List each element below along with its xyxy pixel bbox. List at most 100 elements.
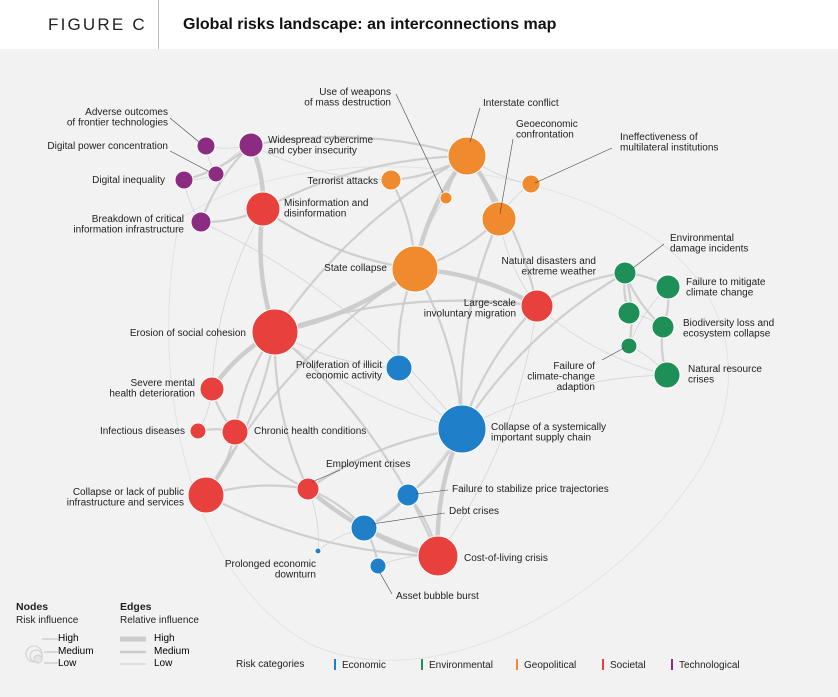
node-digpower bbox=[207, 165, 225, 183]
legend-node-low: Low bbox=[58, 658, 77, 669]
leader-interstate bbox=[469, 107, 481, 143]
legend-category-label: Geopolitical bbox=[524, 660, 577, 671]
swatch-economic bbox=[334, 659, 336, 670]
node-downturn bbox=[314, 547, 322, 555]
node-misinfo bbox=[245, 191, 281, 227]
legend-nodes-title: Nodes bbox=[16, 601, 49, 613]
legend-edges-title: Edges bbox=[120, 601, 152, 613]
node-price bbox=[396, 483, 420, 507]
label-erosion: Erosion of social cohesion bbox=[130, 328, 246, 339]
leader-weapons bbox=[395, 93, 444, 194]
node-debt bbox=[350, 514, 378, 542]
legend-category-label: Economic bbox=[342, 660, 386, 671]
legend-edge-medium: Medium bbox=[154, 646, 190, 657]
node-adapt bbox=[620, 337, 638, 355]
edge-erosion-interstate bbox=[273, 154, 469, 334]
network-outline bbox=[168, 166, 729, 661]
swatch-technological bbox=[671, 659, 673, 670]
node-bubble bbox=[369, 557, 387, 575]
header-divider bbox=[158, 0, 159, 49]
legend-edges-subtitle: Relative influence bbox=[120, 615, 199, 626]
legend-node-sizes bbox=[25, 638, 58, 664]
legend-category-label: Technological bbox=[679, 660, 740, 671]
label-interstate: Interstate conflict bbox=[483, 98, 559, 109]
legend-category-economic: Economic bbox=[334, 659, 386, 671]
edge-erosion-employment bbox=[273, 330, 310, 491]
edge-erosion-supply bbox=[274, 331, 463, 430]
leader-digpower bbox=[169, 150, 211, 173]
edge-geoeco-supply bbox=[460, 217, 501, 431]
label-employment: Employment crises bbox=[326, 459, 410, 470]
label-debt: Debt crises bbox=[449, 506, 499, 517]
leader-debt bbox=[371, 512, 446, 525]
node-employment bbox=[296, 477, 320, 501]
node-supply bbox=[437, 404, 487, 454]
legend-category-label: Societal bbox=[610, 660, 646, 671]
edge-cyber-interstate bbox=[249, 135, 469, 158]
node-statecollapse bbox=[391, 245, 439, 293]
label-price: Failure to stabilize price trajectories bbox=[452, 484, 609, 495]
leader-lines-layer bbox=[169, 93, 665, 595]
leader-adverse bbox=[169, 117, 200, 143]
label-terror: Terrorist attacks bbox=[307, 176, 378, 187]
legend-category-societal: Societal bbox=[602, 659, 646, 671]
legend-edge-high: High bbox=[154, 633, 175, 644]
edge-migration-costliving bbox=[437, 305, 538, 557]
swatch-geopolitical bbox=[516, 659, 518, 670]
swatch-environmental bbox=[421, 659, 423, 670]
leader-adapt bbox=[601, 347, 625, 361]
legend-node-medium: Medium bbox=[58, 646, 94, 657]
legend-edge-weights bbox=[120, 636, 146, 665]
label-bubble: Asset bubble burst bbox=[396, 591, 479, 602]
figure-title: Global risks landscape: an interconnecti… bbox=[183, 16, 557, 33]
node-adverse bbox=[196, 136, 216, 156]
node-geoeco bbox=[481, 201, 517, 237]
node-infra bbox=[190, 211, 212, 233]
node-terror bbox=[380, 169, 402, 191]
node-diginequal bbox=[174, 170, 194, 190]
label-chronic: Chronic health conditions bbox=[254, 426, 366, 437]
node-migration bbox=[520, 289, 554, 323]
edge-natdis-supply bbox=[460, 271, 627, 431]
legend-nodes: Nodes Risk influence bbox=[16, 601, 116, 626]
node-costliving bbox=[417, 535, 459, 577]
edge-erosion-costliving bbox=[273, 330, 440, 558]
node-natdis bbox=[613, 261, 637, 285]
edge-misinfo-mental bbox=[211, 208, 264, 390]
node-erosion bbox=[251, 308, 299, 356]
edge-natres-migration bbox=[536, 305, 668, 376]
legend-category-label: Environmental bbox=[429, 660, 493, 671]
edge-infra-supply bbox=[200, 221, 463, 430]
node-mental bbox=[199, 376, 225, 402]
figure-header: FIGURE C Global risks landscape: an inte… bbox=[0, 0, 838, 49]
node-cyber bbox=[238, 132, 264, 158]
label-digpower: Digital power concentration bbox=[47, 141, 168, 152]
nodes-layer bbox=[174, 132, 681, 577]
node-interstate bbox=[447, 136, 487, 176]
leader-price bbox=[415, 489, 449, 495]
edge-cyber-terror bbox=[250, 144, 392, 181]
label-infectious: Infectious diseases bbox=[100, 426, 185, 437]
label-statecollapse: State collapse bbox=[324, 263, 387, 274]
node-envdamage bbox=[617, 301, 641, 325]
legend-edge-low: Low bbox=[154, 658, 173, 669]
leader-geoeco bbox=[499, 138, 514, 215]
edge-statecollapse-supply bbox=[413, 267, 464, 431]
node-mitigate bbox=[655, 274, 681, 300]
leader-multilateral bbox=[534, 147, 613, 184]
leader-envdamage bbox=[632, 243, 665, 269]
node-multilateral bbox=[521, 174, 541, 194]
legend-categories-title: Risk categories bbox=[236, 659, 305, 670]
